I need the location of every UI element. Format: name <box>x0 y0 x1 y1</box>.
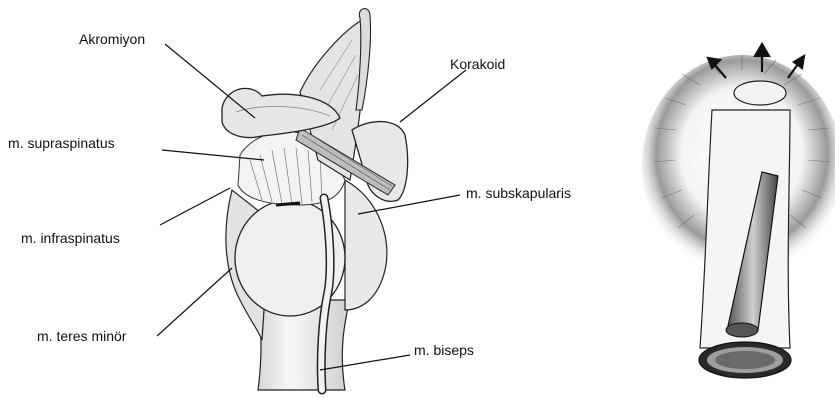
label-teres-minor: m. teres minör <box>37 328 127 344</box>
head-cap <box>734 81 786 105</box>
label-subskapularis: m. subskapularis <box>466 185 571 201</box>
leader-akromiyon <box>165 44 255 118</box>
leader-infraspinatus <box>160 188 230 225</box>
leader-subskapularis <box>358 195 460 214</box>
tendon-cut <box>726 323 758 337</box>
leader-teres-minor <box>157 268 232 336</box>
label-korakoid: Korakoid <box>450 56 505 72</box>
groove-mark <box>276 203 300 205</box>
label-infraspinatus: m. infraspinatus <box>21 230 120 246</box>
label-biseps: m. biseps <box>414 342 474 358</box>
cuff-cross-section-illustration <box>642 44 835 378</box>
shoulder-illustration <box>222 9 408 390</box>
subscapularis-mass <box>345 180 387 310</box>
label-supraspinatus: m. supraspinatus <box>8 135 115 151</box>
leader-korakoid <box>400 70 466 122</box>
label-akromiyon: Akromiyon <box>79 31 145 47</box>
